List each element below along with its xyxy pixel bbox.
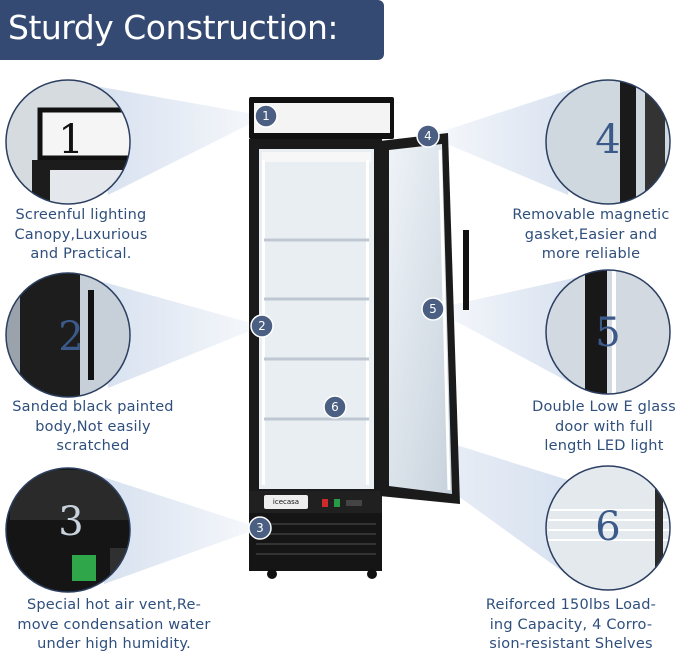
title-banner: Sturdy Construction: bbox=[0, 0, 384, 60]
callout-4 bbox=[545, 79, 671, 205]
callout-number-3: 3 bbox=[58, 499, 83, 545]
caption-2-line-3: scratched bbox=[56, 438, 130, 454]
caption-5-line-2: door with full bbox=[554, 418, 654, 435]
beam-4 bbox=[428, 86, 581, 195]
marker-6 bbox=[323, 395, 347, 419]
caption-6-line-3: sion-resistant Shelves bbox=[489, 636, 653, 652]
caption-5-line-3: length LED light bbox=[544, 438, 664, 454]
callout-3 bbox=[5, 467, 131, 593]
callout-number-6: 6 bbox=[595, 504, 620, 550]
caption-4-line-1: Removable magnetic bbox=[512, 207, 670, 223]
caption-3-line-2: move condensation water bbox=[17, 616, 211, 633]
caption-2: Sanded black painted body,Not easily scr… bbox=[0, 398, 186, 457]
callout-6 bbox=[545, 465, 671, 591]
air-vent bbox=[249, 513, 382, 571]
marker-number-5: 5 bbox=[429, 302, 437, 316]
caption-4-line-3: more reliable bbox=[541, 246, 641, 262]
shelves bbox=[264, 238, 369, 421]
caption-6-line-1: Reiforced 150lbs Load- bbox=[485, 597, 657, 613]
caption-4: Removable magnetic gasket,Easier and mor… bbox=[508, 206, 674, 265]
brand-logo: icecasa bbox=[264, 495, 308, 509]
caption-5: Double Low E glass door with full length… bbox=[531, 398, 677, 457]
beam-1 bbox=[95, 86, 266, 195]
marker-number-1: 1 bbox=[262, 109, 270, 123]
caption-2-line-2: body,Not easily bbox=[35, 418, 151, 435]
refrigerator bbox=[249, 97, 469, 579]
caption-3-line-1: Special hot air vent,Re- bbox=[26, 597, 202, 613]
marker-4 bbox=[416, 124, 440, 148]
caption-1: Screenful lighting Canopy,Luxurious and … bbox=[6, 206, 156, 265]
callout-number-2: 2 bbox=[58, 314, 83, 360]
marker-number-4: 4 bbox=[424, 129, 432, 143]
callout-number-4: 4 bbox=[595, 117, 620, 163]
callout-5 bbox=[545, 269, 671, 395]
caption-3-line-3: under high humidity. bbox=[37, 636, 191, 652]
caption-2-line-1: Sanded black painted bbox=[12, 399, 174, 415]
caption-5-line-1: Double Low E glass bbox=[532, 399, 676, 415]
door-handle bbox=[463, 230, 469, 310]
marker-number-2: 2 bbox=[258, 319, 266, 333]
caption-1-line-2: Canopy,Luxurious bbox=[14, 226, 148, 243]
caption-1-line-3: and Practical. bbox=[30, 246, 132, 262]
marker-5 bbox=[421, 297, 445, 321]
caption-3: Special hot air vent,Re- move condensati… bbox=[8, 596, 220, 655]
marker-1 bbox=[254, 104, 278, 128]
marker-number-3: 3 bbox=[256, 521, 264, 535]
caption-1-line-1: Screenful lighting bbox=[15, 207, 147, 223]
callout-number-1: 1 bbox=[58, 117, 83, 163]
beam-3 bbox=[100, 476, 260, 584]
callout-number-5: 5 bbox=[595, 310, 620, 356]
caption-4-line-2: gasket,Easier and bbox=[524, 226, 658, 243]
page-title: Sturdy Construction: bbox=[8, 8, 339, 47]
callout-2 bbox=[5, 272, 131, 398]
marker-number-6: 6 bbox=[331, 400, 339, 414]
callout-1 bbox=[5, 79, 131, 205]
marker-3 bbox=[248, 516, 272, 540]
caption-6-line-2: ing Capacity, 4 Corro- bbox=[489, 616, 653, 633]
markers bbox=[248, 104, 445, 540]
beam-2 bbox=[96, 280, 262, 388]
beam-5 bbox=[433, 276, 583, 386]
marker-2 bbox=[250, 314, 274, 338]
caption-6: Reiforced 150lbs Load- ing Capacity, 4 C… bbox=[466, 596, 676, 655]
